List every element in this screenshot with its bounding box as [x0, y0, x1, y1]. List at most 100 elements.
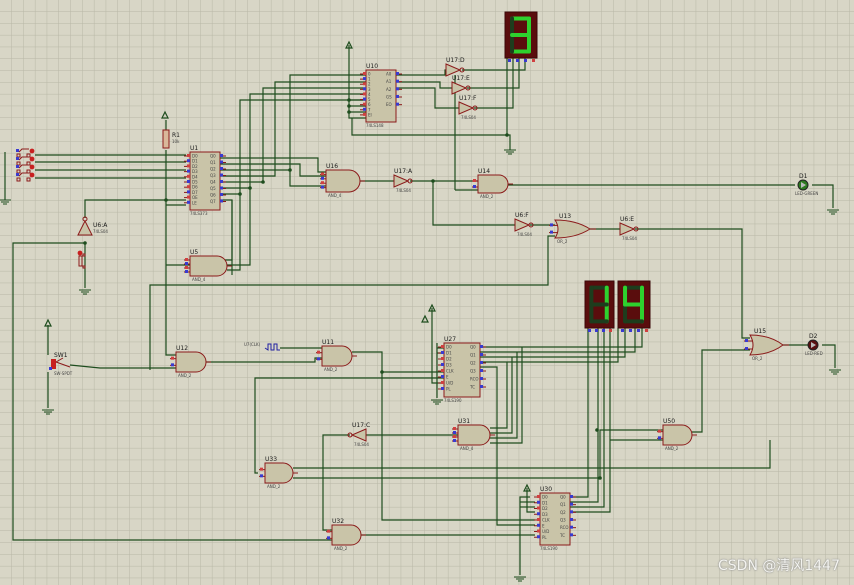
wire[interactable]: [69, 364, 176, 369]
power-terminal-icon: [345, 40, 353, 49]
wire[interactable]: [570, 328, 599, 503]
wire[interactable]: [84, 199, 165, 218]
wire[interactable]: [480, 328, 619, 363]
clock-label: U7(CLK): [244, 342, 261, 347]
junction-dot: [83, 241, 87, 245]
wire[interactable]: [812, 184, 834, 208]
wire[interactable]: [165, 150, 176, 356]
wire[interactable]: [220, 157, 326, 173]
pin-label: U/D: [446, 381, 453, 386]
wire[interactable]: [220, 74, 366, 171]
pin-label: D2: [192, 164, 198, 169]
wire[interactable]: [352, 351, 535, 521]
wire[interactable]: [289, 170, 326, 187]
wire[interactable]: [570, 328, 611, 513]
wire[interactable]: [599, 429, 663, 478]
wire[interactable]: [480, 328, 626, 358]
wire[interactable]: [490, 352, 518, 439]
toggle-switch[interactable]: [16, 156, 35, 166]
wire[interactable]: [526, 488, 535, 513]
display-pin: [602, 329, 605, 332]
wire[interactable]: [474, 58, 514, 109]
pin-label: Q1: [210, 160, 216, 165]
pin-label: D7: [192, 190, 198, 195]
wire[interactable]: [480, 328, 643, 348]
pin-label: A2: [386, 87, 392, 92]
ground-icon: [431, 399, 443, 405]
wire[interactable]: [293, 440, 771, 469]
pin-label: Q5: [210, 186, 216, 191]
component-ref-label: U17:C: [352, 422, 370, 429]
toggle-switch[interactable]: [16, 172, 35, 182]
display-pin: [637, 329, 640, 332]
component-ref-label: U6:A: [93, 222, 108, 229]
wire[interactable]: [220, 99, 366, 195]
inverter-u17-d[interactable]: U17:D: [445, 57, 465, 77]
wire[interactable]: [467, 58, 520, 89]
wire[interactable]: [220, 93, 366, 189]
toggle-switch[interactable]: [16, 164, 35, 174]
wire[interactable]: [220, 163, 326, 177]
wire[interactable]: [220, 81, 366, 177]
wire[interactable]: [149, 235, 555, 370]
wire[interactable]: [396, 81, 455, 89]
wire[interactable]: [490, 347, 523, 444]
wire[interactable]: [227, 188, 251, 266]
wire[interactable]: [254, 377, 444, 474]
wire[interactable]: [480, 366, 535, 526]
wire[interactable]: [822, 344, 836, 368]
wire[interactable]: [570, 328, 605, 508]
wire[interactable]: [490, 362, 508, 429]
pin-label: D0: [446, 345, 452, 350]
component-ref-label: U5: [190, 249, 198, 256]
junction-dot: [598, 476, 602, 480]
clock-generator[interactable]: U7(CLK): [244, 342, 280, 351]
component-ref-label: U30: [540, 486, 552, 493]
wire[interactable]: [348, 45, 366, 119]
component-ref-label: U17:D: [446, 57, 465, 64]
push-button[interactable]: [77, 250, 86, 269]
component-part-label: AND_2: [267, 484, 281, 489]
wire[interactable]: [351, 118, 511, 150]
component-ref-label: U32: [332, 518, 344, 525]
wire[interactable]: [635, 228, 750, 339]
ic-u1[interactable]: D0D1D2D3D4D5D6D7OELEQ0Q1Q2Q3Q4Q5Q6Q7U174…: [184, 145, 226, 216]
pin-label: Q0: [210, 154, 216, 159]
pin-label: A0: [386, 72, 392, 77]
wire[interactable]: [480, 328, 636, 353]
wire[interactable]: [432, 181, 517, 226]
wire[interactable]: [396, 87, 462, 109]
wire[interactable]: [227, 194, 241, 271]
wire[interactable]: [12, 242, 332, 541]
wire[interactable]: [692, 349, 750, 433]
inverter-u17-e[interactable]: U17:E: [451, 75, 471, 95]
component-part-label: AND_2: [480, 194, 494, 199]
ground-icon: [514, 576, 526, 582]
wire[interactable]: [220, 87, 366, 183]
